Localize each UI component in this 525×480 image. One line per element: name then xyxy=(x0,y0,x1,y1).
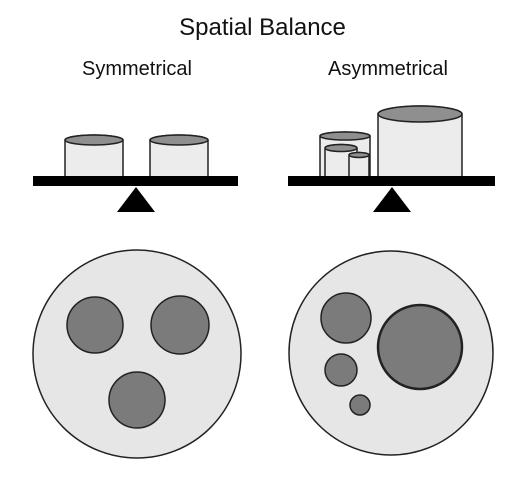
asymmetrical-beam xyxy=(288,176,495,186)
asymmetrical-fulcrum xyxy=(373,187,411,212)
asymmetrical-plate xyxy=(288,250,494,456)
diagram-title: Spatial Balance xyxy=(179,14,346,41)
symmetrical-plate xyxy=(32,249,242,459)
symmetrical-fulcrum xyxy=(117,187,155,212)
asymmetrical-disc-tiny xyxy=(349,394,371,416)
symmetrical-disc-top-left xyxy=(66,296,124,354)
symmetrical-cylinder-left xyxy=(64,134,124,183)
asymmetrical-cylinder-small xyxy=(348,151,370,181)
asymmetrical-seesaw xyxy=(288,105,495,212)
symmetrical-seesaw xyxy=(33,134,238,212)
symmetrical-disc-bottom xyxy=(108,371,166,429)
symmetrical-label: Symmetrical xyxy=(81,58,192,80)
symmetrical-beam xyxy=(33,176,238,186)
asymmetrical-cylinder-large xyxy=(377,105,463,185)
asymmetrical-label: Asymmetrical xyxy=(327,58,448,80)
symmetrical-cylinder-right xyxy=(149,134,209,183)
asymmetrical-disc-large xyxy=(376,303,464,391)
asymmetrical-disc-medium xyxy=(320,292,372,344)
asymmetrical-disc-small xyxy=(324,353,358,387)
symmetrical-disc-top-right xyxy=(150,295,210,355)
